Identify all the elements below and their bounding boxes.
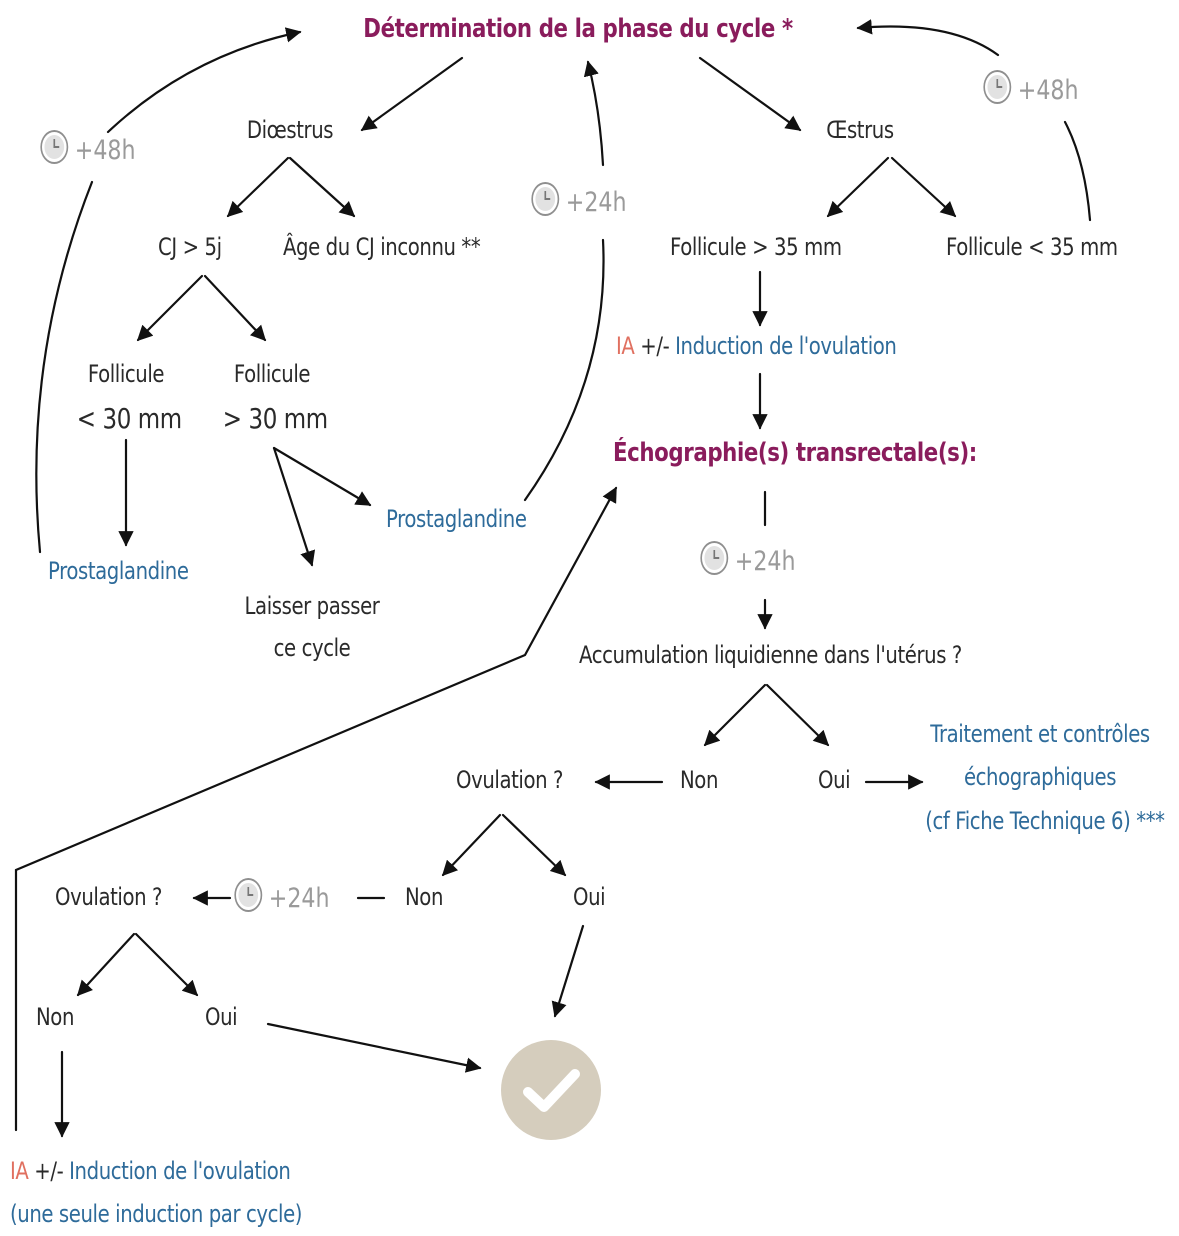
timer-mid-24h: +24h bbox=[533, 184, 627, 221]
ia-induction-top: IA +/- Induction de l'ovulation bbox=[616, 330, 897, 362]
edge-ovul1-non bbox=[441, 813, 502, 877]
edge-ovul2-non bbox=[76, 932, 136, 997]
traitement-line1: Traitement et contrôles bbox=[930, 720, 1150, 748]
ia-bottom-induction: Induction de l'ovulation bbox=[69, 1157, 291, 1185]
determination-title: Détermination de la phase du cycle * bbox=[363, 14, 793, 44]
edge-oui3-check bbox=[266, 1022, 482, 1073]
edge-loop-left-48h bbox=[35, 180, 94, 554]
check-badge-icon bbox=[501, 1040, 601, 1140]
oui-1-label: Oui bbox=[818, 766, 851, 794]
cj-more-5j-label: CJ > 5j bbox=[158, 233, 222, 261]
oui-3-label: Oui bbox=[205, 1003, 238, 1031]
ia-top-induction: Induction de l'ovulation bbox=[675, 332, 897, 360]
edge-fol30gt-prosta bbox=[272, 446, 372, 507]
traitement-line3: (cf Fiche Technique 6) *** bbox=[925, 806, 1165, 835]
follicle-lt-30-line1: Follicule bbox=[87, 360, 165, 388]
timer-echo-24h-text: +24h bbox=[734, 546, 796, 577]
follicle-lt-30-line2: < 30 mm bbox=[76, 402, 182, 436]
edge-oui2-check bbox=[551, 924, 585, 1018]
clock-icon bbox=[533, 184, 558, 214]
traitement-label: Traitement et contrôles échographiques (… bbox=[925, 718, 1165, 837]
ia-bottom-line2: (une seule induction par cycle) bbox=[10, 1200, 303, 1229]
clock-icon bbox=[702, 543, 727, 573]
ia-bottom-plus: +/- bbox=[34, 1157, 64, 1185]
laisser-passer-label: Laisser passer ce cycle bbox=[238, 590, 386, 665]
edge-ovul2-oui bbox=[134, 932, 199, 997]
ovulation-question-1: Ovulation ? bbox=[456, 766, 564, 794]
ia-induction-bottom: IA +/- Induction de l'ovulation (une seu… bbox=[10, 1155, 302, 1231]
clock-icon bbox=[236, 880, 261, 910]
edge-title-oestrus bbox=[698, 56, 802, 132]
edge-loop-right-48h bbox=[1063, 120, 1092, 222]
ovulation-question-2: Ovulation ? bbox=[55, 883, 163, 911]
timer-echo-24h: +24h bbox=[702, 543, 796, 580]
timer-right-48h-text: +48h bbox=[1017, 75, 1079, 106]
prostaglandine-left-label: Prostaglandine bbox=[48, 557, 189, 585]
dioestrus-label: Diœstrus bbox=[246, 116, 334, 144]
non-1-label: Non bbox=[680, 766, 719, 794]
ia-bottom-label: IA bbox=[10, 1157, 29, 1185]
cj-age-unknown-label: Âge du CJ inconnu ** bbox=[283, 233, 481, 261]
ia-bottom-line1: IA +/- Induction de l'ovulation bbox=[10, 1155, 302, 1187]
edge-loop-bottom-echo bbox=[14, 486, 618, 1132]
echographie-title: Échographie(s) transrectale(s): bbox=[613, 438, 977, 468]
follicle-lt-35-label: Follicule < 35 mm bbox=[946, 233, 1118, 261]
edge-title-dioestrus bbox=[360, 56, 464, 132]
follicle-gt-30-line1: Follicule bbox=[233, 360, 311, 388]
follicle-gt-30-label: Follicule > 30 mm bbox=[222, 358, 328, 438]
edge-loop-mid-24h bbox=[523, 238, 605, 502]
edge-accum-oui bbox=[765, 683, 830, 747]
ia-top-plus: +/- bbox=[640, 332, 670, 360]
laisser-passer-line2: ce cycle bbox=[273, 634, 351, 663]
oui-2-label: Oui bbox=[573, 883, 606, 911]
follicle-gt-35-label: Follicule > 35 mm bbox=[670, 233, 842, 261]
prostaglandine-mid-label: Prostaglandine bbox=[386, 505, 527, 533]
edge-cj-fol30lt bbox=[136, 274, 204, 342]
edge-dioestrus-cj bbox=[226, 156, 290, 218]
edge-loop-mid-top bbox=[583, 60, 605, 167]
edge-oestrus-fol35gt bbox=[826, 156, 890, 218]
clock-icon bbox=[985, 72, 1010, 102]
laisser-passer-line1: Laisser passer bbox=[244, 592, 380, 620]
timer-right-48h: +48h bbox=[985, 72, 1079, 109]
edge-ovul1-oui bbox=[501, 813, 567, 877]
follicle-gt-30-line2: > 30 mm bbox=[222, 402, 328, 436]
timer-left-48h-text: +48h bbox=[74, 135, 136, 166]
timer-ovul-24h: +24h bbox=[236, 880, 330, 917]
edge-loop-right-top bbox=[856, 19, 1000, 57]
edge-oestrus-fol35lt bbox=[890, 156, 957, 218]
ia-top-label: IA bbox=[616, 332, 635, 360]
edge-cj-fol30gt bbox=[203, 274, 267, 342]
oestrus-label: Œstrus bbox=[826, 116, 894, 144]
timer-left-48h: +48h bbox=[42, 132, 136, 169]
timer-ovul-24h-text: +24h bbox=[268, 883, 330, 914]
non-2-label: Non bbox=[405, 883, 444, 911]
clock-icon bbox=[42, 132, 67, 162]
follicle-lt-30-label: Follicule < 30 mm bbox=[76, 358, 182, 438]
timer-mid-24h-text: +24h bbox=[565, 187, 627, 218]
edge-accum-non bbox=[703, 683, 767, 747]
non-3-label: Non bbox=[36, 1003, 75, 1031]
edge-fol30gt-laisser bbox=[272, 446, 316, 567]
traitement-line2: échographiques bbox=[963, 763, 1117, 792]
edge-loop-left-top bbox=[106, 27, 302, 134]
accumulation-question: Accumulation liquidienne dans l'utérus ? bbox=[579, 641, 962, 669]
edge-dioestrus-age bbox=[288, 156, 356, 218]
